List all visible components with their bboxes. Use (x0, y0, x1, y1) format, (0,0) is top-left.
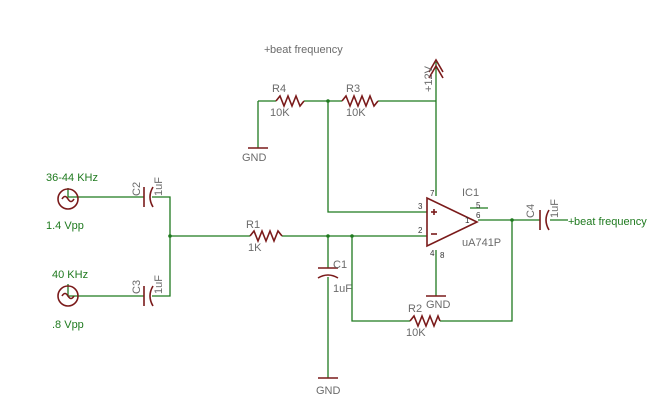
c1-value: 1uF (333, 283, 352, 295)
c4-ref: C4 (525, 204, 537, 218)
resistor-r4: R4 10K (270, 83, 305, 119)
ground-3: GND (316, 377, 341, 397)
c2-ref: C2 (131, 182, 143, 196)
capacitor-c3: C3 1uF (131, 275, 165, 307)
c4-value: 1uF (549, 199, 561, 218)
r2-ref: R2 (408, 303, 422, 315)
ic1-value: uA741P (462, 237, 501, 249)
junction-c1 (326, 234, 330, 238)
src2-amp: .8 Vpp (52, 319, 84, 331)
r2-value: 10K (406, 327, 426, 339)
src1-freq: 36-44 KHz (46, 172, 98, 184)
net-label-top: + beat frequency (264, 44, 343, 56)
gnd3-label: GND (316, 385, 341, 397)
c3-ref: C3 (131, 280, 143, 294)
wire-feedback (351, 220, 513, 322)
supply-12v: +12V (423, 58, 444, 92)
capacitor-c4: C4 1uF (525, 199, 561, 231)
ac-source-1: 36-44 KHz 1.4 Vpp (46, 172, 98, 232)
capacitor-c2: C2 1uF (131, 177, 165, 208)
src1-amp: 1.4 Vpp (46, 220, 84, 232)
ic1-ref: IC1 (462, 187, 479, 199)
pin-3: 3 (418, 202, 423, 211)
src2-freq: 40 KHz (52, 269, 88, 281)
r4-value: 10K (270, 107, 290, 119)
ground-2: GND (426, 295, 451, 311)
pin-7: 7 (430, 189, 435, 198)
ac-source-2: 40 KHz .8 Vpp (52, 269, 88, 331)
opamp-ic1: IC1 uA741P 7 3 2 4 8 5 6 1 (418, 187, 501, 260)
junctions (168, 99, 514, 238)
wire-caps-merge (152, 196, 171, 297)
top-net-label: beat frequency (270, 44, 343, 56)
pin-2: 2 (418, 226, 423, 235)
supply-label: +12V (423, 65, 435, 92)
resistor-r2: R2 10K (406, 303, 441, 339)
pin-1: 1 (465, 216, 470, 225)
pin-6: 6 (476, 211, 481, 220)
resistor-r1: R1 1K (246, 219, 283, 254)
gnd1-label: GND (242, 152, 267, 164)
r1-ref: R1 (246, 219, 260, 231)
pin-8: 8 (440, 251, 445, 260)
wire-bias-node (327, 101, 427, 213)
r1-value: 1K (248, 242, 262, 254)
ground-1: GND (242, 147, 268, 164)
c2-value: 1uF (153, 177, 165, 196)
wire-src1 (67, 188, 144, 198)
c3-value: 1uF (153, 275, 165, 294)
junction-r2 (350, 234, 354, 238)
c1-ref: C1 (333, 259, 347, 271)
net-label-out: + beat frequency (568, 216, 647, 228)
resistor-r3: R3 10K (341, 83, 379, 119)
out-net-marker: + (568, 216, 574, 228)
r3-ref: R3 (346, 83, 360, 95)
pin-5: 5 (476, 201, 481, 210)
out-net-label: beat frequency (574, 216, 647, 228)
r3-value: 10K (346, 107, 366, 119)
capacitor-c1: C1 1uF (317, 259, 352, 295)
junction-r4r3 (326, 99, 330, 103)
junction-merge (168, 234, 172, 238)
pin-4: 4 (430, 249, 435, 258)
wires (67, 62, 568, 378)
junction-out (510, 218, 514, 222)
r4-ref: R4 (272, 83, 286, 95)
top-net-marker: + (264, 44, 270, 56)
gnd2-label: GND (426, 299, 451, 311)
